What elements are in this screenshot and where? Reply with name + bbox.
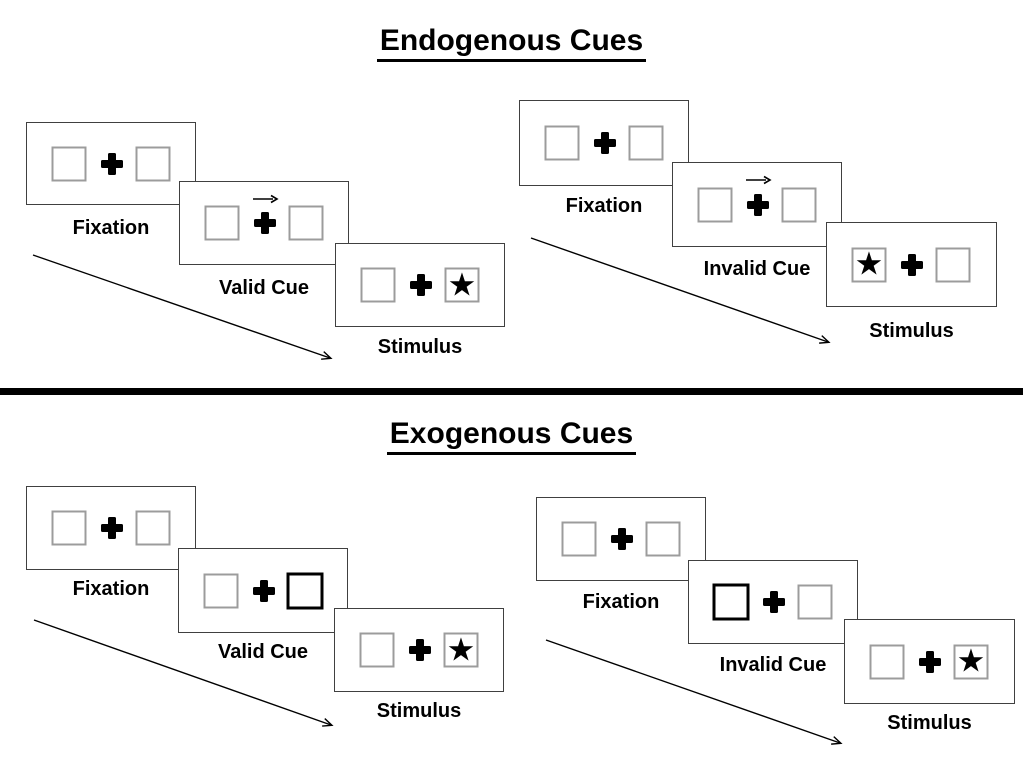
fixation-cross-icon: [919, 650, 941, 673]
right-placeholder-box: [135, 510, 171, 546]
label-stimulus: Stimulus: [887, 712, 972, 734]
fixation-cross-icon: [611, 528, 633, 550]
right-placeholder-box: [781, 187, 817, 222]
fixation-cross-icon: [747, 193, 769, 216]
fixation-panel: [519, 100, 689, 186]
stimulus-panel: ★: [844, 619, 1015, 704]
fixation-cross-icon: [101, 517, 123, 539]
timeline-arrow: [33, 619, 331, 725]
fixation-cross-icon: [101, 152, 123, 175]
fixation-panel: [26, 486, 196, 570]
left-placeholder-box: [51, 510, 87, 546]
cue-arrow-icon: [253, 194, 279, 204]
left-placeholder-box: [561, 521, 597, 557]
left-placeholder-box: [360, 267, 396, 303]
label-stimulus: Stimulus: [376, 700, 462, 722]
left-placeholder-box: [203, 573, 239, 608]
right-placeholder-box: [135, 146, 171, 181]
left-placeholder-box: [359, 632, 395, 668]
label-valid-cue: Valid Cue: [218, 277, 310, 299]
timeline-arrow: [530, 237, 828, 342]
right-placeholder-box: [935, 247, 971, 282]
fixation-panel: [536, 497, 706, 581]
left-placeholder-box: [544, 125, 580, 161]
stimulus-panel: ★: [826, 222, 997, 307]
star-stimulus-box: ★: [444, 267, 480, 303]
label-fixation: Fixation: [565, 195, 643, 217]
star-stimulus-box: ★: [953, 644, 989, 679]
fixation-cross-icon: [254, 212, 276, 234]
right-placeholder-box: [797, 584, 833, 620]
cue-arrow-icon: [746, 175, 772, 185]
label-fixation: Fixation: [72, 217, 150, 239]
star-stimulus-box: ★: [443, 632, 479, 668]
exogenous-section-title: Exogenous Cues: [0, 417, 1023, 455]
stimulus-panel: ★: [334, 608, 504, 692]
invalid-cue-panel: [672, 162, 842, 247]
label-fixation: Fixation: [582, 591, 660, 613]
star-stimulus-box: ★: [851, 247, 887, 282]
section-divider: [0, 388, 1023, 395]
stimulus-panel: ★: [335, 243, 505, 327]
highlighted-cue-box: [286, 572, 324, 609]
fixation-panel: [26, 122, 196, 205]
highlighted-cue-box: [712, 583, 750, 621]
fixation-cross-icon: [253, 579, 275, 602]
timeline-arrow: [545, 639, 840, 743]
valid-cue-panel: [179, 181, 349, 265]
endogenous-section-title: Endogenous Cues: [0, 24, 1023, 62]
left-placeholder-box: [697, 187, 733, 222]
fixation-cross-icon: [763, 591, 785, 613]
left-placeholder-box: [204, 205, 240, 241]
timeline-arrow: [32, 254, 330, 358]
fixation-cross-icon: [594, 132, 616, 154]
label-stimulus: Stimulus: [377, 336, 463, 358]
fixation-cross-icon: [409, 639, 431, 661]
right-placeholder-box: [645, 521, 681, 557]
label-valid-cue: Valid Cue: [217, 641, 309, 663]
right-placeholder-box: [628, 125, 664, 161]
label-invalid-cue: Invalid Cue: [703, 258, 811, 280]
fixation-cross-icon: [901, 253, 923, 276]
fixation-cross-icon: [410, 274, 432, 296]
label-invalid-cue: Invalid Cue: [719, 654, 827, 676]
label-fixation: Fixation: [72, 578, 150, 600]
label-stimulus: Stimulus: [869, 320, 954, 342]
valid-cue-panel: [178, 548, 348, 633]
left-placeholder-box: [869, 644, 905, 679]
left-placeholder-box: [51, 146, 87, 181]
right-placeholder-box: [288, 205, 324, 241]
invalid-cue-panel: [688, 560, 858, 644]
